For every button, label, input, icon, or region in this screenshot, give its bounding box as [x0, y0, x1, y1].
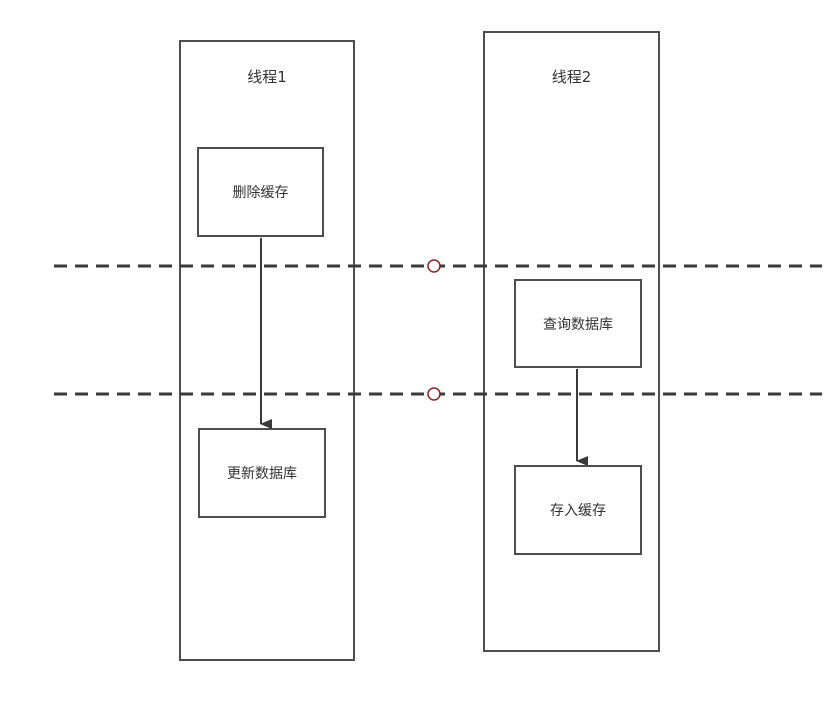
- thread-2-title: 线程2: [551, 68, 592, 86]
- thread-1-title: 线程1: [247, 68, 287, 86]
- thread-1-lane: 线程1: [179, 40, 355, 661]
- step-delete-cache: 删除缓存: [197, 147, 324, 237]
- divider-2-marker: [427, 387, 441, 401]
- divider-1-marker: [427, 259, 441, 273]
- step-update-database: 更新数据库: [198, 428, 326, 518]
- step-query-database: 查询数据库: [514, 279, 642, 368]
- step-store-cache: 存入缓存: [514, 465, 642, 555]
